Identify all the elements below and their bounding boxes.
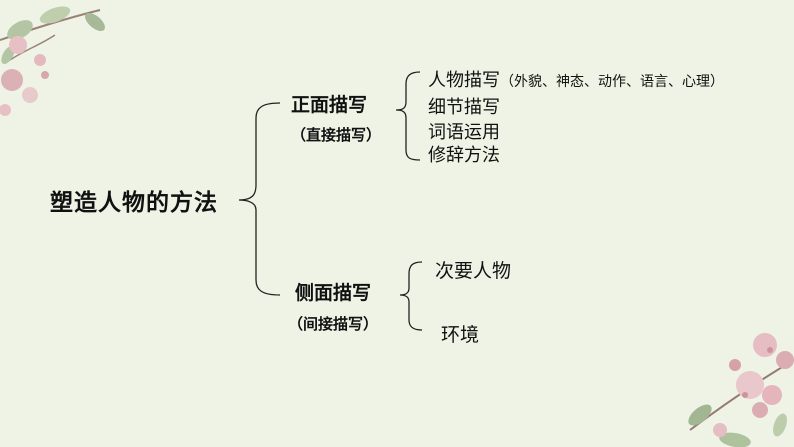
leaf-character-description: 人物描写（外貌、神态、动作、语言、心理） bbox=[428, 66, 724, 92]
leaf-environment: 环境 bbox=[441, 324, 480, 346]
leaf-rhetoric: 修辞方法 bbox=[428, 145, 500, 166]
branch-indirect-label: 侧面描写 bbox=[295, 282, 372, 304]
branch-indirect-sublabel: （间接描写） bbox=[288, 315, 379, 333]
branch-direct-sublabel: （直接描写） bbox=[291, 126, 382, 144]
floral-corner-top-left bbox=[0, 6, 105, 116]
lower-brace bbox=[399, 261, 423, 331]
root-node: 塑造人物的方法 bbox=[50, 190, 218, 216]
leaf-detail-description: 细节描写 bbox=[428, 97, 500, 118]
root-brace bbox=[238, 102, 281, 296]
branch-direct-label: 正面描写 bbox=[291, 94, 368, 116]
floral-corner-bottom-right bbox=[688, 333, 794, 447]
leaf-secondary-characters: 次要人物 bbox=[435, 260, 512, 282]
leaf-detail-text: （外貌、神态、动作、语言、心理） bbox=[500, 74, 724, 90]
leaf-word-usage: 词语运用 bbox=[428, 122, 500, 143]
upper-brace bbox=[395, 71, 421, 161]
leaf-main-text: 人物描写 bbox=[428, 70, 500, 91]
